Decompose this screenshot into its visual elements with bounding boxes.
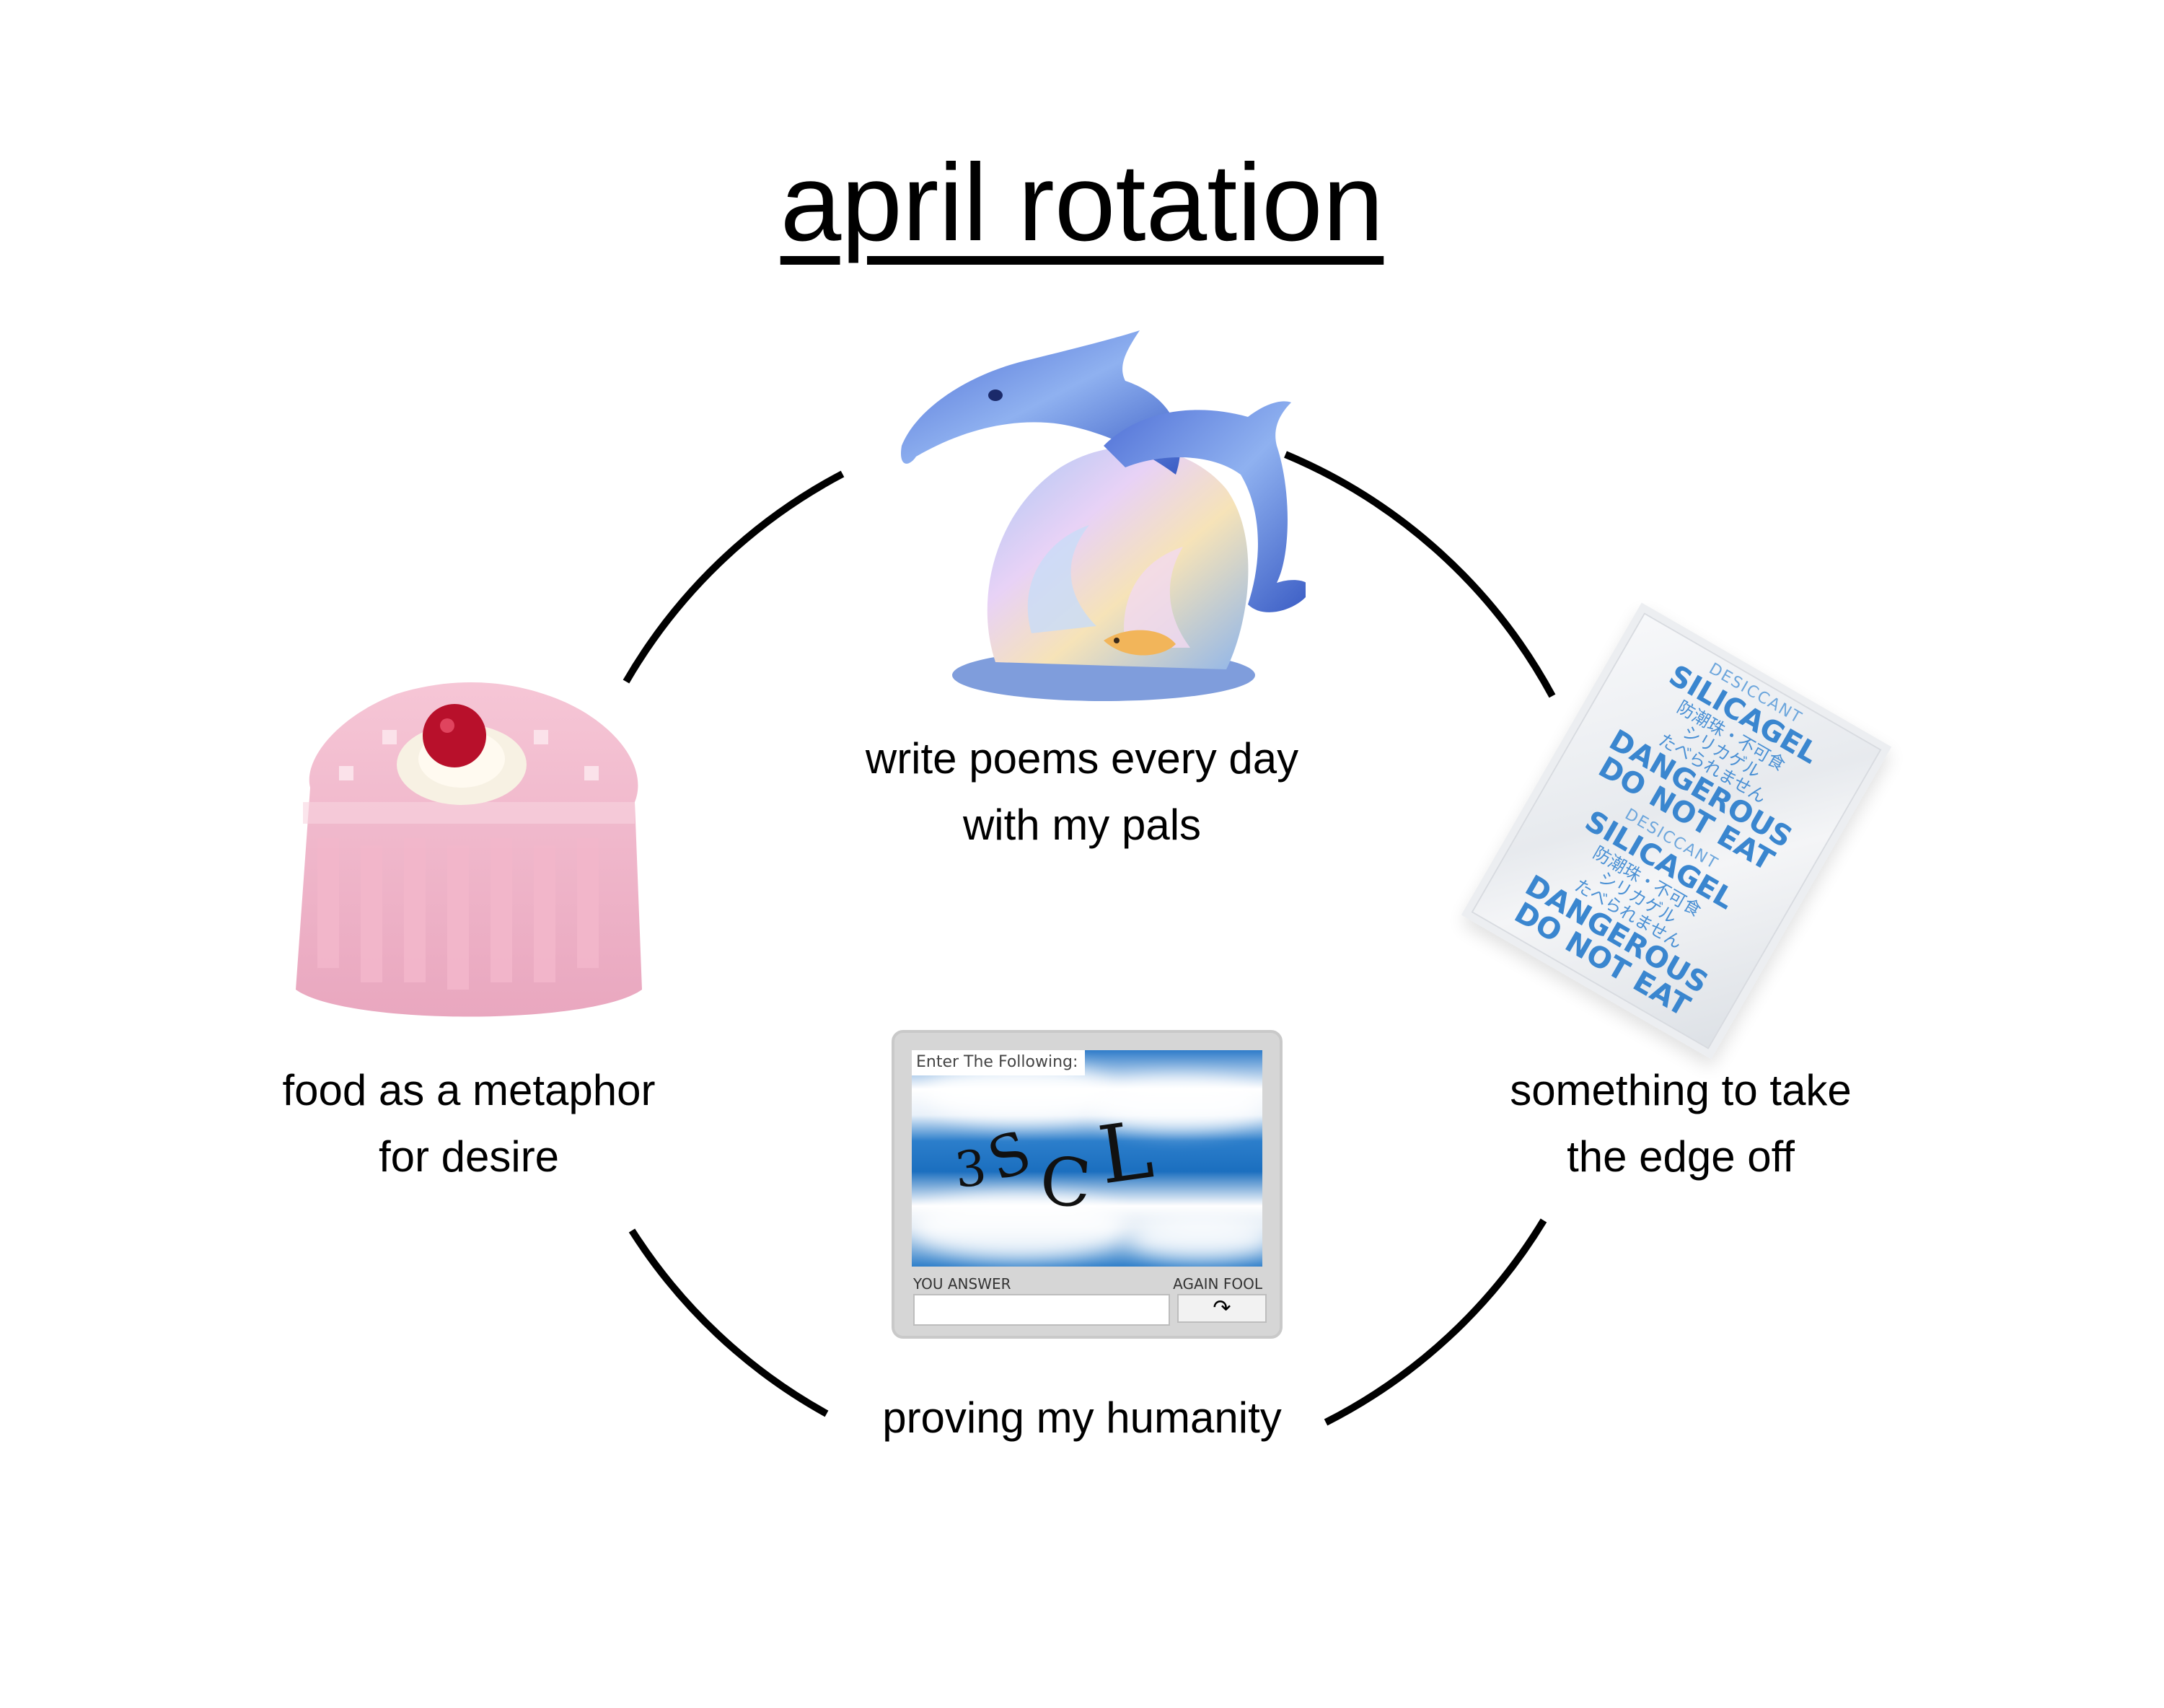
arc-bottom-right (1324, 1218, 1547, 1426)
arc-top-left (623, 470, 845, 684)
captcha-characters: 3 S C L (951, 1104, 1244, 1223)
label-right: something to take the edge off (1510, 1066, 1852, 1181)
label-top: write poems every day with my pals (865, 734, 1299, 849)
captcha-retry-label: AGAIN FOOL (1173, 1275, 1262, 1293)
captcha-answer-label: YOU ANSWER (913, 1275, 1011, 1293)
captcha-prompt: Enter The Following: (912, 1050, 1086, 1075)
captcha-char-1: 3 (951, 1139, 990, 1200)
captcha-char-3: C (1037, 1142, 1094, 1223)
label-left: food as a metaphor for desire (282, 1066, 656, 1181)
captcha-char-2: S (979, 1117, 1040, 1194)
captcha-icon: Enter The Following: 3 S C L YOU ANSWER … (892, 1030, 1283, 1339)
captcha-answer-input[interactable] (913, 1294, 1170, 1326)
arc-top-right (1284, 451, 1556, 698)
dolphin-figurine-icon (901, 330, 1306, 701)
label-bottom: proving my humanity (882, 1394, 1282, 1442)
arc-bottom-left (628, 1228, 829, 1417)
captcha-image: Enter The Following: 3 S C L (912, 1050, 1262, 1267)
captcha-retry-button[interactable]: ↷ (1177, 1294, 1267, 1323)
strawberry-cake-icon (296, 682, 642, 1017)
page-title: april rotation (780, 141, 1384, 264)
captcha-char-4: L (1093, 1103, 1158, 1202)
